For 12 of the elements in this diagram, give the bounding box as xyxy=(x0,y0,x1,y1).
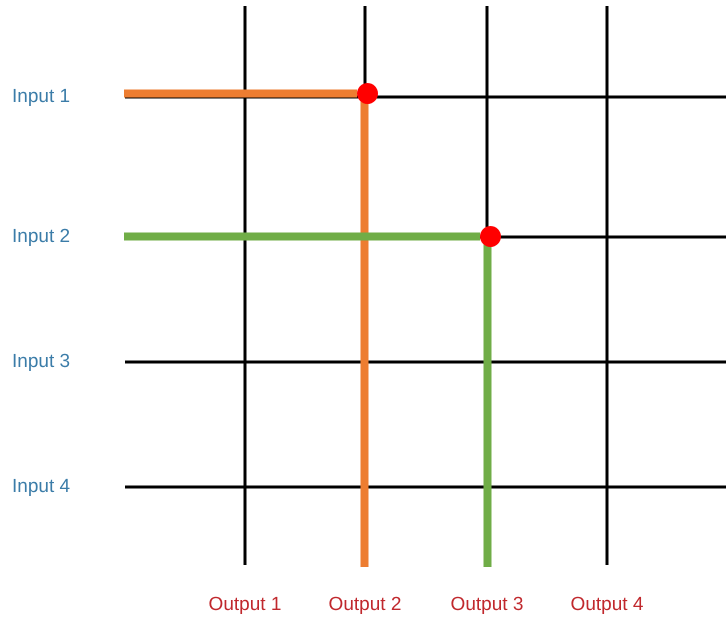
connection-path xyxy=(124,90,357,98)
input-label: Input 4 xyxy=(12,476,70,498)
output-label: Output 3 xyxy=(450,594,524,616)
connection-path xyxy=(124,232,480,240)
output-label: Output 2 xyxy=(328,594,402,616)
input-label: Input 1 xyxy=(12,86,70,108)
output-label: Output 1 xyxy=(208,594,282,616)
input-label: Input 2 xyxy=(12,226,70,248)
crosspoint-dot xyxy=(480,226,501,247)
input-label: Input 3 xyxy=(12,351,70,373)
output-label: Output 4 xyxy=(570,594,644,616)
crosspoint-dot xyxy=(357,83,378,104)
